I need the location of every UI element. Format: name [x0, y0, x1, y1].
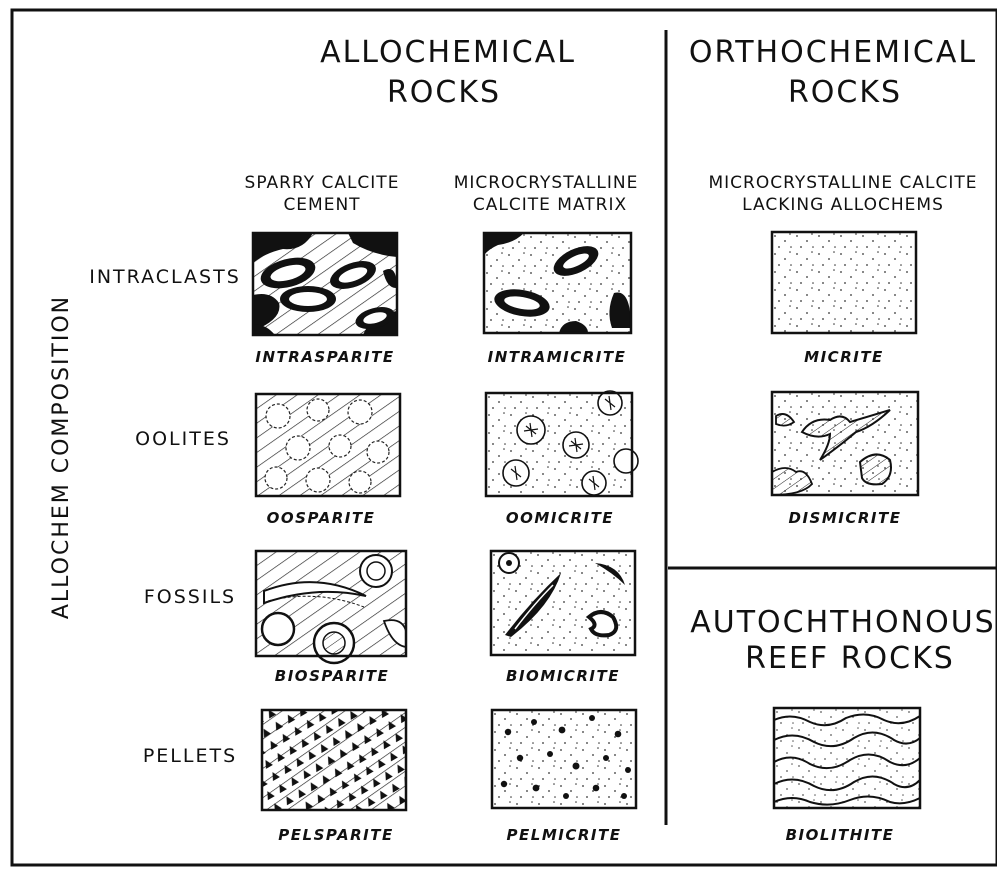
caption-dismicrite: DISMICRITE [789, 509, 902, 527]
row-label-oolites: OOLITES [135, 428, 231, 450]
micro-lacking-subheader-line2: LACKING ALLOCHEMS [742, 195, 944, 215]
intramicrite-swatch [484, 233, 631, 333]
caption-oosparite: OOSPARITE [267, 509, 376, 527]
caption-intrasparite: INTRASPARITE [255, 348, 394, 366]
micrite-swatch [772, 232, 916, 333]
sparry-subheader-line2: CEMENT [283, 195, 360, 215]
oosparite-swatch [256, 394, 400, 496]
dismicrite-swatch [772, 392, 918, 495]
biolithite-swatch [774, 708, 920, 808]
row-label-fossils: FOSSILS [144, 586, 236, 608]
orthochemical-title-line1: ORTHOCHEMICAL [689, 35, 977, 70]
micro-lacking-subheader-line1: MICROCRYSTALLINE CALCITE [708, 173, 977, 193]
autochthonous-title-line1: AUTOCHTHONOUS [690, 605, 995, 640]
sparry-subheader-line1: SPARRY CALCITE [245, 173, 400, 193]
pelmicrite-swatch [492, 710, 636, 808]
allochemical-title-line1: ALLOCHEMICAL [320, 35, 576, 70]
caption-intramicrite: INTRAMICRITE [488, 348, 627, 366]
biomicrite-swatch [491, 551, 635, 655]
row-label-pellets: PELLETS [143, 745, 237, 767]
pelsparite-swatch [262, 710, 406, 810]
caption-pelsparite: PELSPARITE [278, 826, 393, 844]
micro-matrix-subheader-line2: CALCITE MATRIX [473, 195, 627, 215]
caption-oomicrite: OOMICRITE [506, 509, 614, 527]
intrasparite-swatch [253, 233, 397, 335]
allochem-composition-axis-label: ALLOCHEM COMPOSITION [49, 295, 74, 619]
row-label-intraclasts: INTRACLASTS [89, 266, 241, 288]
biosparite-swatch [256, 551, 406, 663]
micro-matrix-subheader-line1: MICROCRYSTALLINE [454, 173, 639, 193]
orthochemical-title-line2: ROCKS [788, 75, 902, 110]
caption-biomicrite: BIOMICRITE [506, 667, 620, 685]
caption-micrite: MICRITE [804, 348, 884, 366]
autochthonous-title-line2: REEF ROCKS [745, 641, 955, 676]
oomicrite-swatch [486, 391, 638, 496]
caption-biosparite: BIOSPARITE [275, 667, 389, 685]
allochemical-title-line2: ROCKS [387, 75, 501, 110]
caption-biolithite: BIOLITHITE [786, 826, 895, 844]
caption-pelmicrite: PELMICRITE [507, 826, 622, 844]
